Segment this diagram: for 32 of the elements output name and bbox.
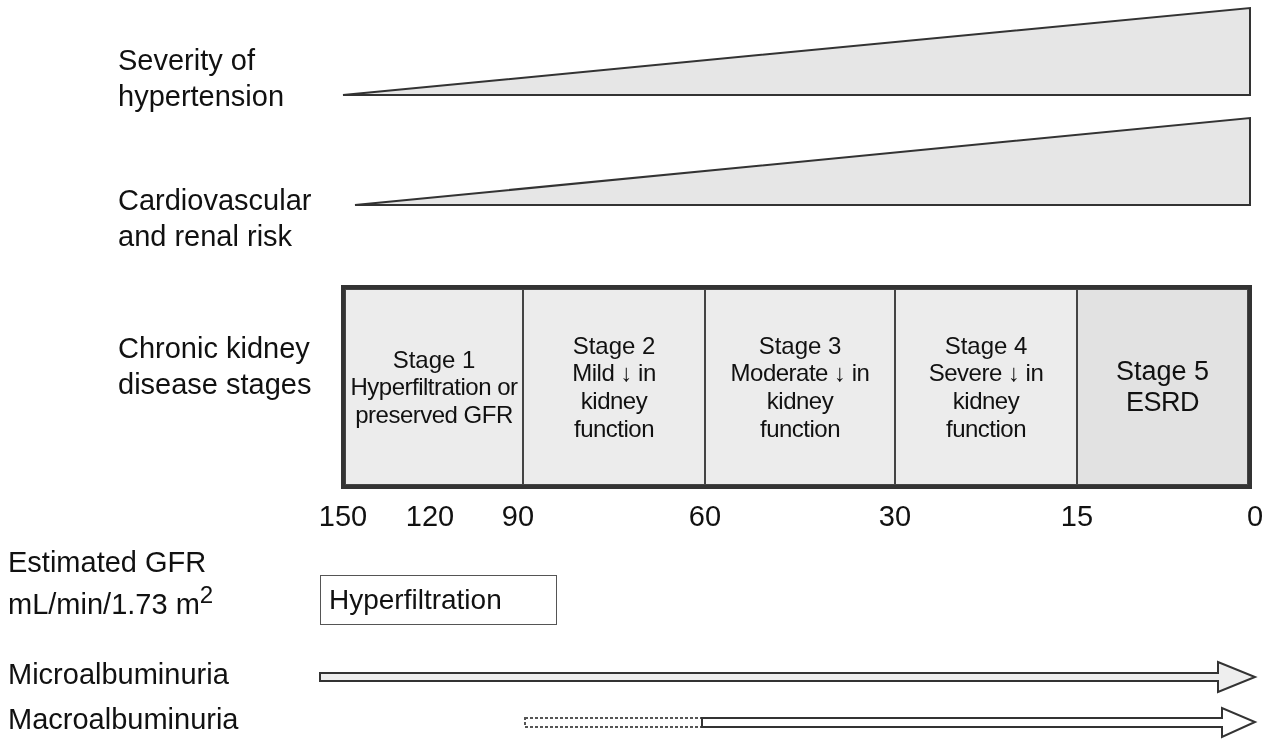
tick-label: 90 — [501, 500, 535, 533]
row-label: Severity of hypertension — [118, 43, 286, 115]
increasing-wedge — [342, 6, 1251, 96]
stage-box — [1077, 289, 1248, 485]
range-label: Hyperfiltration — [329, 583, 502, 617]
stage-heading: Stage 5 — [1115, 355, 1210, 387]
stage-description: ESRD — [1126, 387, 1199, 419]
stage-heading: Stage 4 — [944, 331, 1028, 360]
stage-description: Moderate ↓ in kidney function — [730, 359, 870, 443]
tick-label: 120 — [405, 500, 455, 533]
stage-heading: Stage 2 — [572, 331, 656, 360]
tick-label: 60 — [688, 500, 722, 533]
stage-description: Mild ↓ in kidney function — [571, 359, 657, 443]
stage-heading: Stage 1 — [392, 345, 476, 374]
axis-title: Estimated GFR mL/min/1.73 m$^{2}$ — [8, 545, 215, 622]
row-label: Chronic kidney disease stages — [118, 331, 313, 403]
tick-label: 15 — [1060, 500, 1094, 533]
stage-box — [705, 289, 895, 485]
tick-label: 150 — [318, 500, 368, 533]
tick-label: 30 — [878, 500, 912, 533]
stage-description: Hyperfiltration or preserved GFR — [349, 373, 519, 429]
stage-description: Severe ↓ in kidney function — [927, 359, 1045, 443]
stage-box — [523, 289, 705, 485]
tick-label: 0 — [1246, 500, 1264, 533]
row-label: Macroalbuminuria — [8, 702, 239, 737]
stage-heading: Stage 3 — [758, 331, 842, 360]
row-label: Microalbuminuria — [8, 657, 229, 692]
stage-box — [895, 289, 1077, 485]
range-box — [320, 575, 557, 625]
stage-box — [345, 289, 523, 485]
increasing-wedge — [354, 116, 1251, 206]
row-label: Cardiovascular and renal risk — [118, 183, 313, 255]
